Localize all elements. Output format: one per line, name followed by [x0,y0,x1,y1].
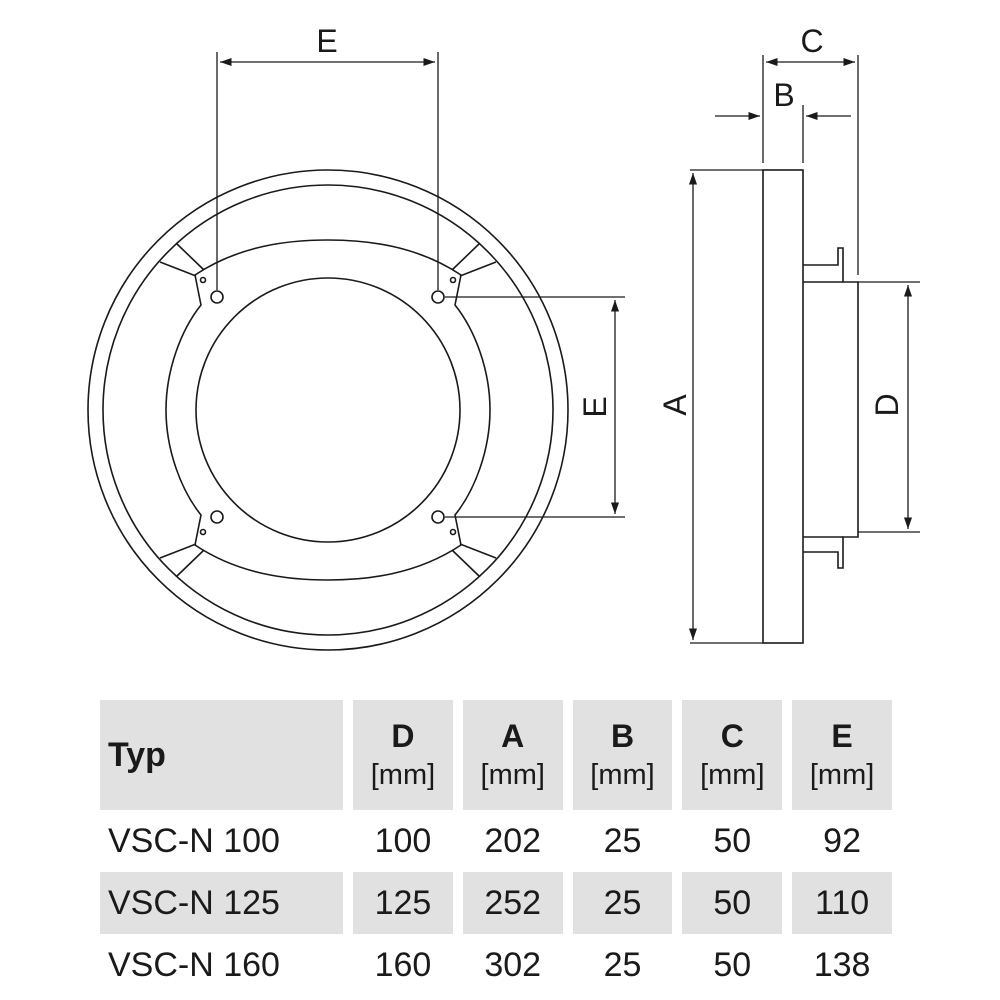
cell-b: 25 [573,934,683,996]
table-row: VSC-N 100 100 202 25 50 92 [100,810,892,872]
header-a-letter: A [501,718,525,754]
cell-d: 100 [353,810,463,872]
header-e: E [mm] [792,700,892,810]
hole-top-right [431,290,445,304]
label-c: C [800,23,823,59]
header-b-unit: [mm] [590,759,655,791]
mounting-holes [199,276,457,536]
duct-opening [195,277,461,543]
cell-a: 302 [463,934,573,996]
struts [159,243,497,577]
header-b-letter: B [610,718,635,754]
cell-e: 138 [813,945,871,984]
dimension-e-vertical [445,296,625,518]
header-d-unit: [mm] [370,759,436,791]
cell-a: 202 [463,810,573,872]
side-plate [762,169,804,644]
outer-ring-inner [102,184,554,636]
cell-b: 25 [573,810,683,872]
hole-bottom-right [431,510,445,524]
dimension-d [858,281,920,533]
side-spigot [803,247,859,569]
label-b: B [773,77,794,113]
label-a: A [657,394,693,416]
dimension-c [766,55,859,275]
hole-top-left [210,290,224,304]
header-c-letter: C [720,718,744,754]
table-row: VSC-N 125 125 252 25 50 110 [100,872,892,934]
header-typ: Typ [100,700,354,810]
header-e-letter: E [831,718,853,754]
header-e-unit: [mm] [809,759,875,791]
technical-drawing: E E C B A D [87,23,920,651]
cell-typ: VSC-N 160 [100,934,354,996]
dimension-e-horizontal [216,52,439,290]
front-view [87,52,625,651]
label-d: D [869,393,905,416]
cell-typ: VSC-N 100 [100,810,354,872]
header-b: B [mm] [572,700,683,810]
hole-bottom-left [210,510,224,524]
table-row: VSC-N 160 160 302 25 50 138 [100,934,892,996]
header-c-unit: [mm] [700,759,765,791]
cell-d: 125 [353,872,463,934]
cell-e: 92 [823,821,861,860]
cell-d: 160 [353,934,463,996]
cell-e: 110 [792,872,892,934]
cell-b: 25 [572,872,683,934]
dimension-b [715,55,851,163]
side-view [688,55,920,644]
header-d-letter: D [391,718,415,754]
cell-a: 252 [462,872,573,934]
outer-ring-outer [87,169,569,651]
dimension-a [688,169,763,644]
header-d: D [mm] [353,700,463,810]
cell-c: 50 [682,810,793,872]
table-header-row: Typ D [mm] A [mm] B [mm] C [mm] E [mm] [100,700,892,810]
spec-table: Typ D [mm] A [mm] B [mm] C [mm] E [mm] [100,700,892,996]
header-a: A [mm] [462,700,573,810]
header-a-unit: [mm] [480,759,545,791]
cell-c: 50 [682,934,793,996]
label-e-horizontal: E [316,23,337,59]
cell-c: 50 [682,872,793,934]
cell-typ: VSC-N 125 [100,872,354,934]
label-e-vertical: E [577,396,613,417]
header-c: C [mm] [682,700,793,810]
